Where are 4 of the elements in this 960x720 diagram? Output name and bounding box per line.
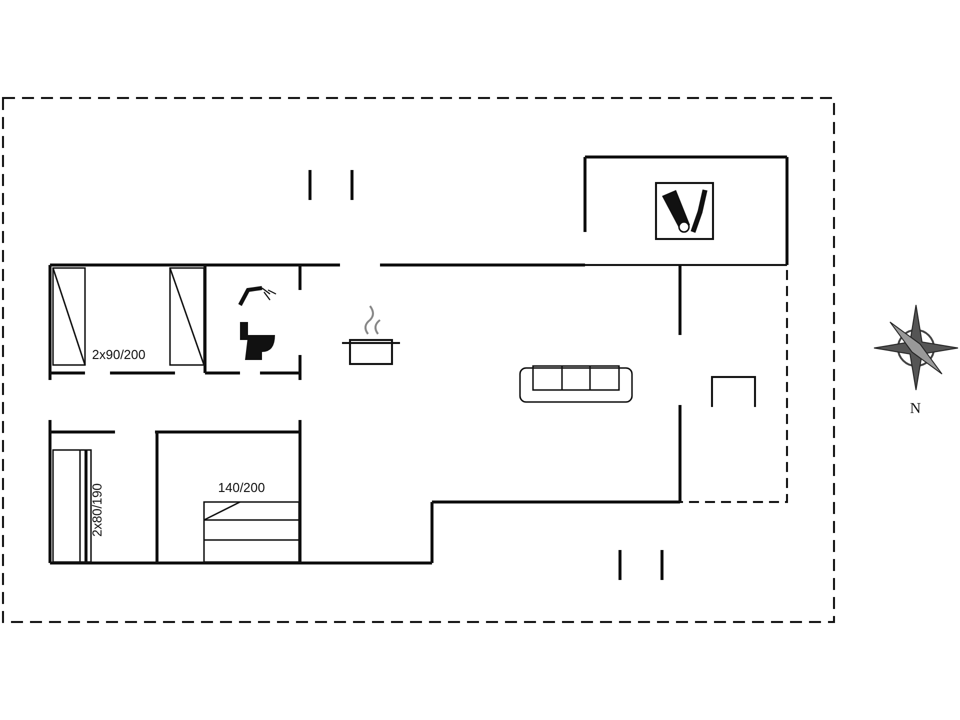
bed-size-label: 140/200 xyxy=(218,481,265,494)
bed-size-label: 2x80/190 xyxy=(90,483,104,537)
bed-size-label: 2x90/200 xyxy=(92,348,146,361)
north-label: N xyxy=(910,402,921,417)
